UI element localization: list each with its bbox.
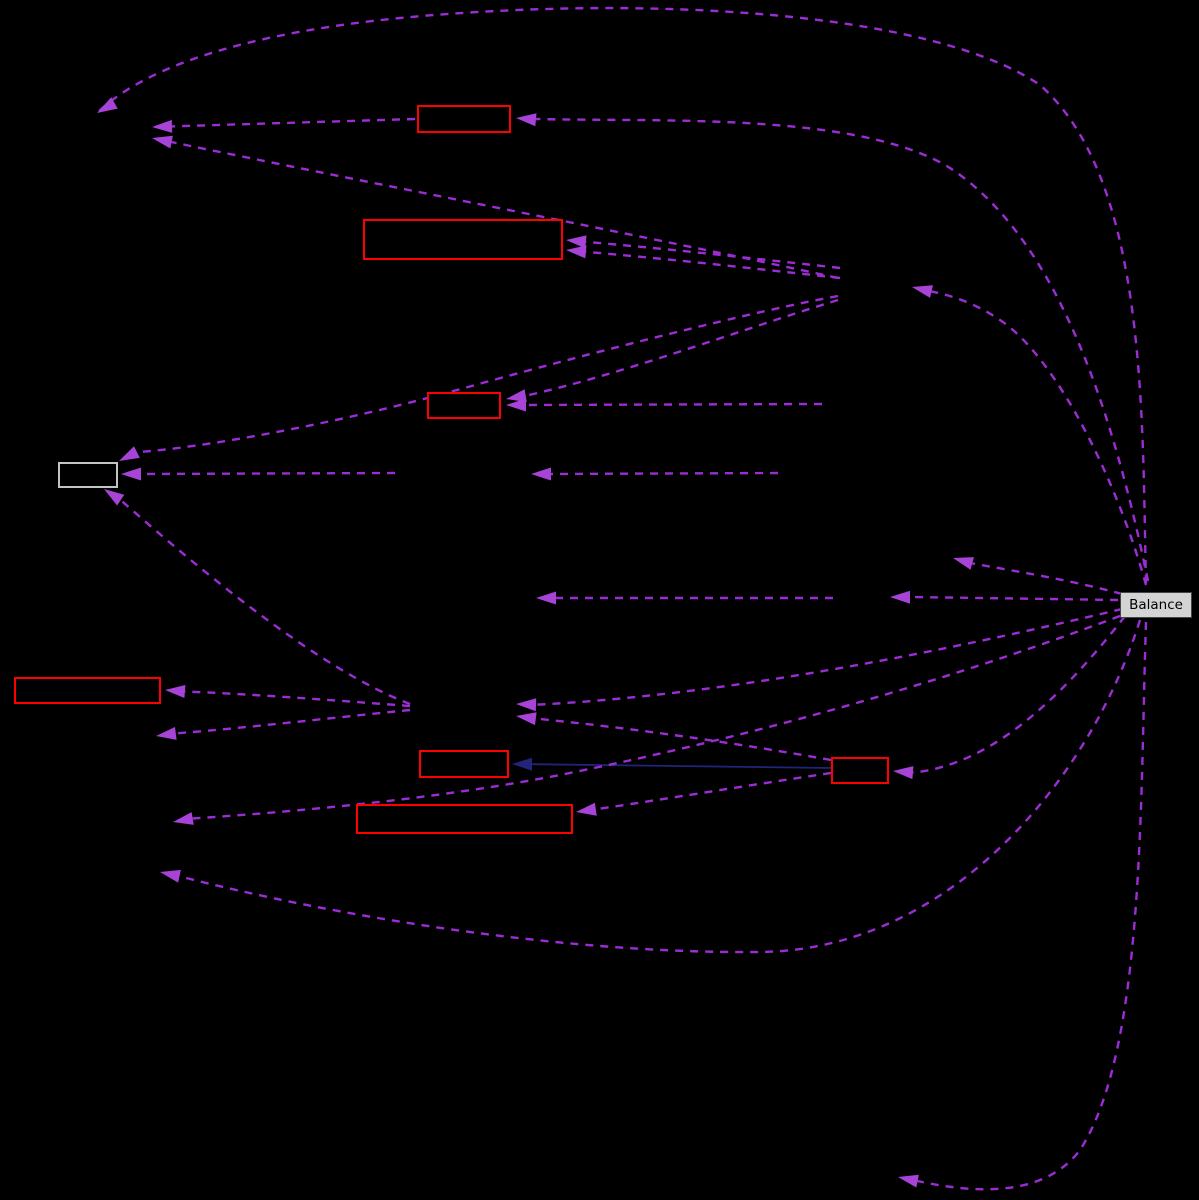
edge-balance-to-hub — [931, 290, 1148, 586]
node-lower-mid[interactable] — [419, 750, 509, 778]
node-balance: Balance — [1120, 592, 1192, 618]
arrowhead-balance-to-bl-lower — [160, 869, 181, 883]
arrowhead-midnode-to-left — [536, 591, 556, 605]
edge-lowerhub-to-leftlong — [184, 690, 411, 708]
edge-right-to-midsmall — [525, 402, 823, 407]
node-bottom-wide[interactable] — [356, 804, 573, 834]
arrowhead-balance-to-mid-node — [890, 590, 910, 604]
node-mid-small[interactable] — [427, 392, 501, 419]
edge-small-to-lowerhub-b — [535, 717, 832, 762]
edge-hub-to-wide-a — [585, 240, 841, 270]
edge-balance-to-node-top — [535, 117, 1150, 582]
arrowhead-nodetop-to-topleft — [152, 119, 173, 133]
arrowhead-lowerhub-to-leftlong — [165, 685, 186, 698]
edge-balance-to-bl-upper — [192, 614, 1121, 820]
arrowhead-small-to-bottomwide — [576, 802, 597, 816]
edge-balance-top-arc — [96, 6, 1148, 584]
node-wide-upper[interactable] — [363, 219, 563, 260]
edge-lowerhub-to-leftinv — [175, 708, 411, 735]
edge-balance-to-west-short — [972, 562, 1123, 596]
edge-balance-to-bl-lower — [179, 619, 1142, 954]
arrowhead-hub-to-gray-top — [119, 446, 140, 461]
arrowhead-balance-to-lowerhub-a — [516, 698, 537, 712]
arrowhead-small-to-lowerhub-b — [516, 712, 537, 726]
arrowhead-inv-to-gray-horiz — [121, 467, 141, 481]
arrowhead-lowerhub-to-gray-bot — [104, 489, 125, 506]
edge-balance-to-small — [912, 615, 1126, 774]
edge-small-to-bottomwide — [595, 771, 832, 811]
arrowhead-balance-to-hub — [912, 285, 933, 298]
arrowhead-lowerhub-to-leftinv — [156, 727, 177, 740]
arrowhead-right-to-inv-horiz — [531, 467, 551, 481]
arrowhead-balance-to-west-short — [953, 557, 974, 570]
edge-nodetop-to-topleft — [171, 117, 416, 128]
node-top[interactable] — [417, 105, 511, 133]
arrowhead-balance-top-arc — [97, 97, 118, 113]
edge-small-to-lowermid — [531, 763, 832, 769]
node-left-long[interactable] — [14, 677, 161, 704]
arrowhead-balance-to-bottom — [898, 1174, 919, 1188]
edge-balance-to-bottom — [917, 621, 1148, 1191]
arrowhead-hub-to-wide-a — [566, 235, 587, 249]
arrowhead-right-to-midsmall — [506, 398, 526, 412]
edge-balance-to-mid-node — [909, 595, 1119, 602]
edge-hub-to-gray-top — [136, 294, 839, 454]
arrowhead-balance-to-node-top — [516, 113, 537, 127]
node-left-gray[interactable] — [58, 462, 118, 488]
edge-lowerhub-to-gray-bot — [119, 499, 411, 706]
edge-balance-to-lowerhub-a — [535, 607, 1123, 706]
node-lower-right[interactable] — [831, 757, 889, 784]
arrowhead-balance-to-small — [893, 766, 914, 780]
arrowhead-balance-to-bl-upper — [173, 812, 194, 825]
edge-hub-to-topleft-low — [171, 140, 839, 280]
edge-right-to-inv-horiz — [550, 471, 779, 476]
arrowhead-small-to-lowermid — [512, 757, 532, 771]
edge-hub-to-wide-b — [585, 250, 841, 280]
edge-inv-to-gray-horiz — [140, 471, 396, 476]
arrowhead-hub-to-midsmall-diag — [506, 389, 527, 403]
edge-hub-to-midsmall-diag — [525, 298, 839, 397]
arrowhead-hub-to-wide-b — [566, 245, 587, 259]
arrowhead-hub-to-topleft-low — [152, 135, 173, 149]
